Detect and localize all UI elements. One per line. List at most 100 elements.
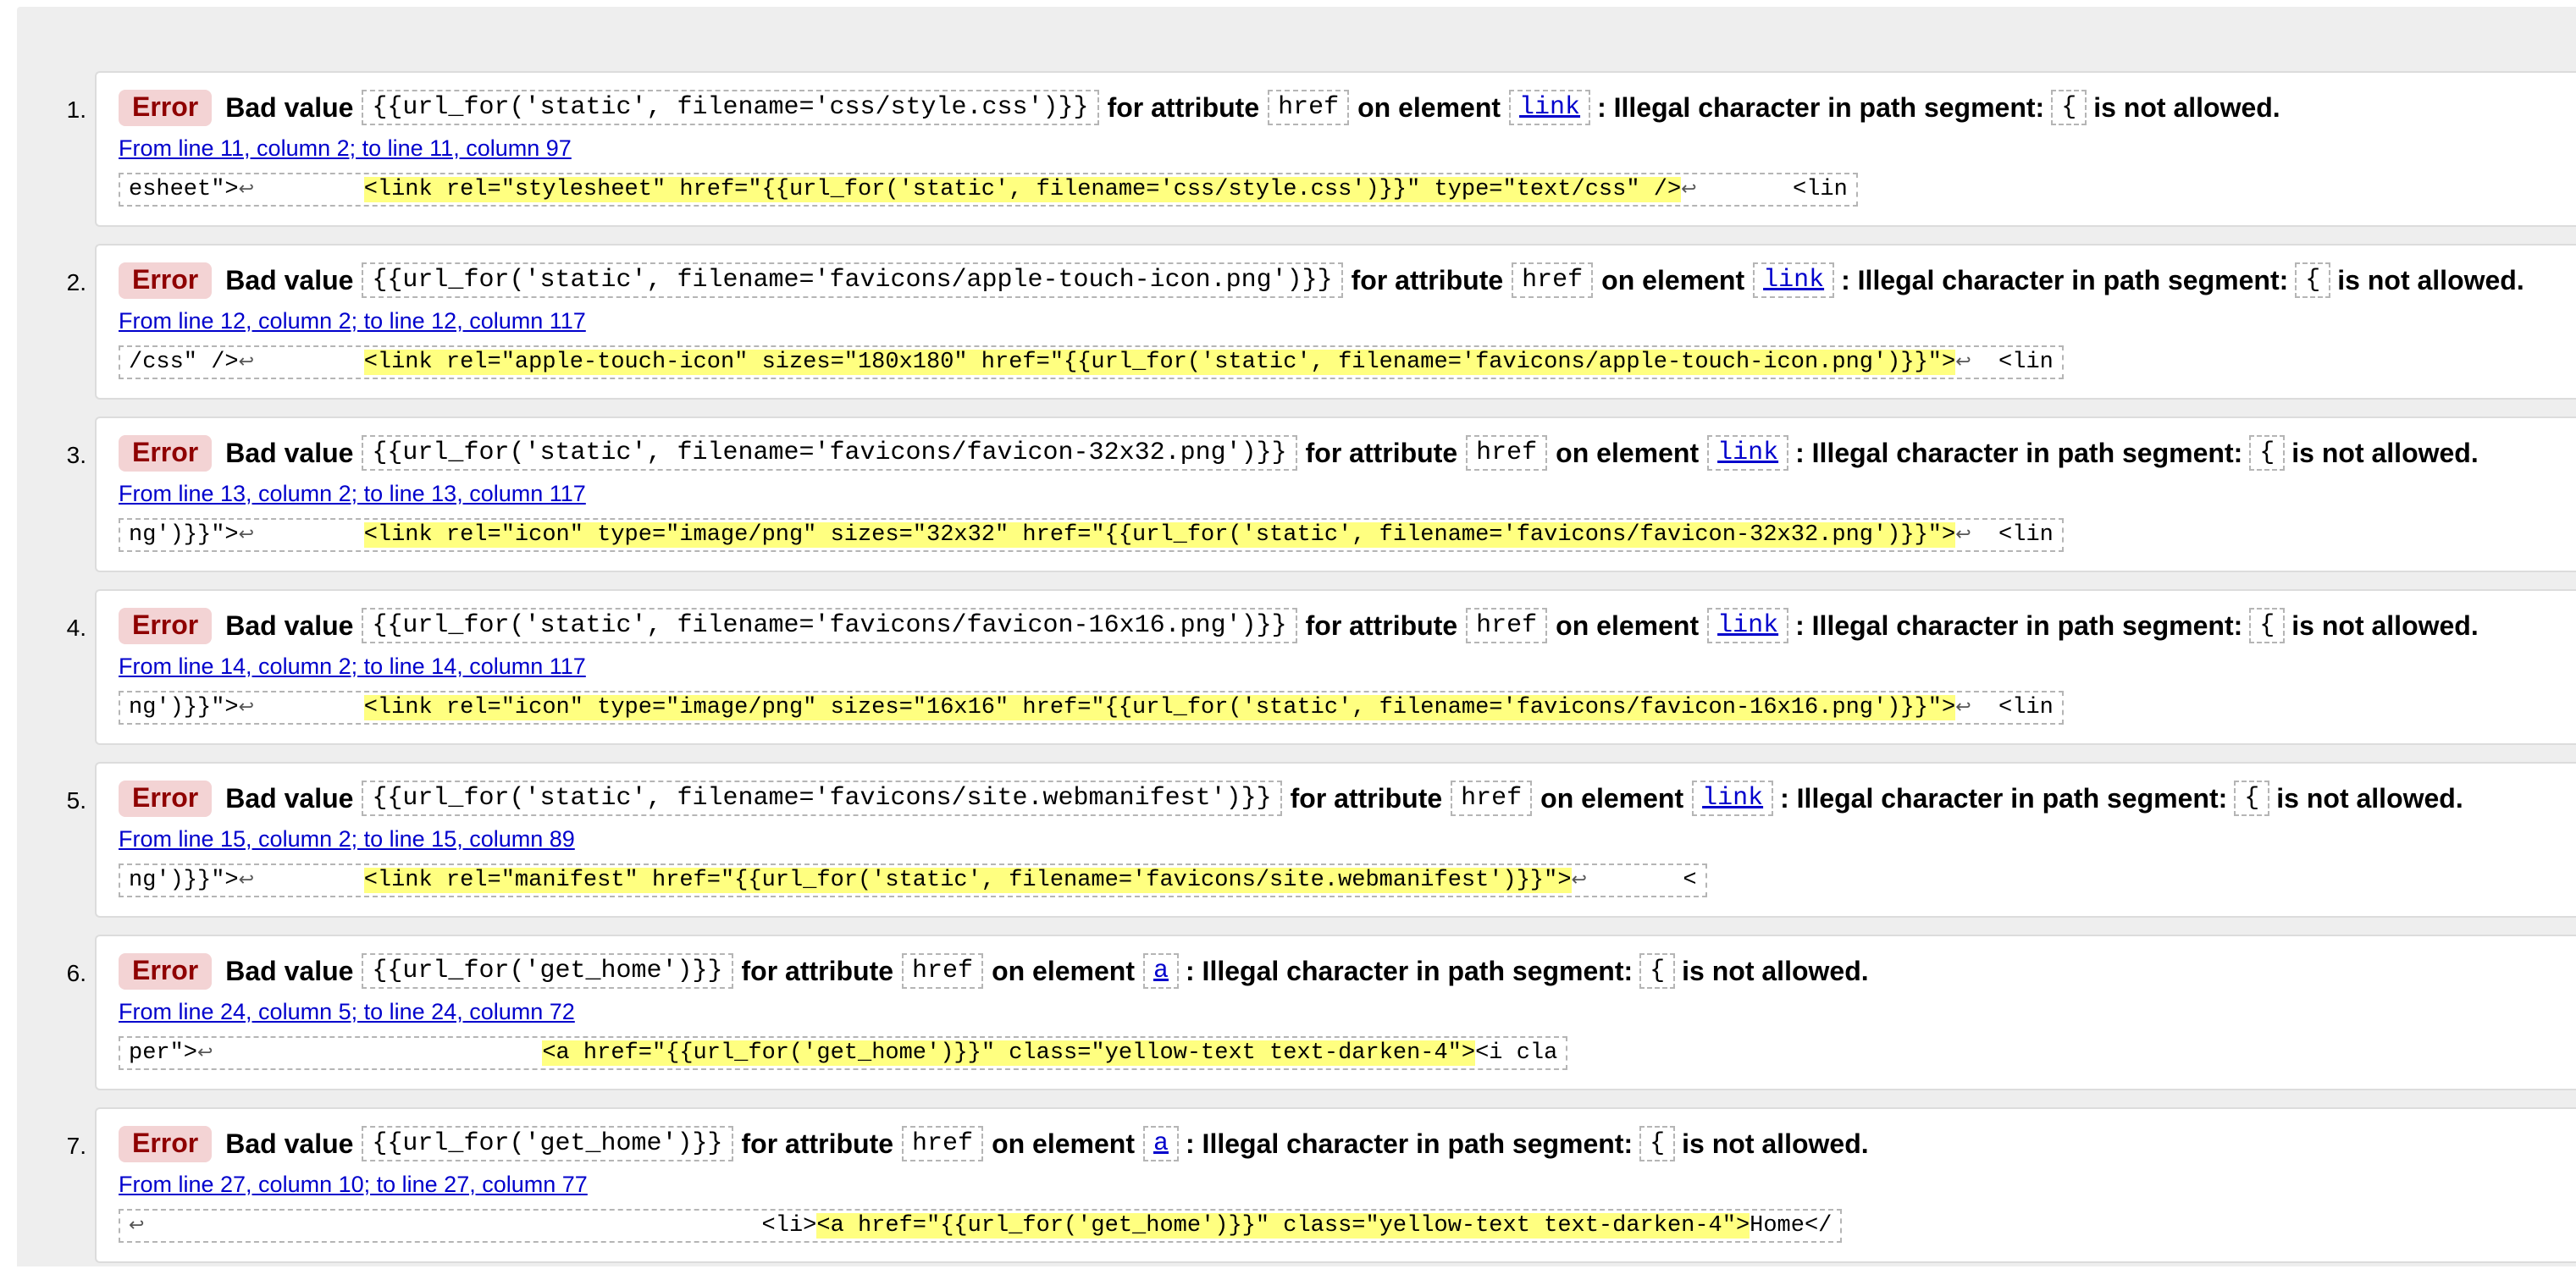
message-box: Error Bad value {{url_for('static', file…: [95, 762, 2576, 918]
for-attribute-label: for attribute: [1107, 91, 1260, 123]
line-break-icon: ↩: [238, 179, 255, 201]
line-break-icon: ↩: [238, 352, 255, 373]
code-extract: ng')}}">↩ <link rel="manifest" href="{{u…: [119, 863, 1707, 897]
bad-value-code: {{url_for('static', filename='css/style.…: [362, 90, 1099, 125]
extract-before: ng')}}">: [129, 522, 239, 548]
extract-gap: [254, 522, 364, 548]
illegal-char-code: {: [2249, 608, 2286, 643]
for-attribute-label: for attribute: [1305, 437, 1458, 468]
bad-value-label: Bad value: [225, 1128, 354, 1159]
line-break-icon: ↩: [197, 1043, 213, 1064]
bad-value-code: {{url_for('static', filename='favicons/s…: [362, 781, 1282, 816]
element-link[interactable]: link: [1692, 781, 1774, 816]
message-box: Error Bad value {{url_for('get_home')}} …: [95, 1107, 2576, 1263]
message-number: 3.: [66, 442, 86, 468]
location-link[interactable]: From line 15, column 2; to line 15, colu…: [119, 826, 575, 852]
extract-before: ng')}}">: [129, 695, 239, 720]
extract-gap: <li>: [144, 1213, 817, 1239]
extract-before: esheet">: [129, 177, 239, 202]
location-link[interactable]: From line 24, column 5; to line 24, colu…: [119, 999, 575, 1024]
not-allowed-text: is not allowed.: [2276, 782, 2463, 814]
message-number: 6.: [66, 960, 86, 986]
extract-highlight: <a href="{{url_for('get_home')}}" class=…: [816, 1213, 1750, 1239]
line-break-icon: ↩: [238, 870, 255, 891]
code-extract: ng')}}">↩ <link rel="icon" type="image/p…: [119, 518, 2064, 552]
error-message: 3. Error Bad value {{url_for('static', f…: [53, 417, 2576, 572]
line-break-icon: ↩: [1955, 525, 1971, 546]
line-break-icon: ↩: [1571, 870, 1587, 891]
extract-highlight: <link rel="stylesheet" href="{{url_for('…: [363, 177, 1682, 202]
element-link[interactable]: link: [1707, 608, 1789, 643]
bad-value-code: {{url_for('get_home')}}: [362, 953, 733, 989]
attribute-code: href: [1268, 90, 1350, 125]
bad-value-label: Bad value: [225, 264, 354, 295]
on-element-label: on element: [1540, 782, 1684, 814]
on-element-label: on element: [992, 955, 1135, 986]
element-link[interactable]: a: [1142, 1126, 1179, 1161]
reason-text: : Illegal character in path segment:: [1186, 1128, 1633, 1159]
message-box: Error Bad value {{url_for('static', file…: [95, 71, 2576, 227]
extract-gap: [1971, 350, 1998, 375]
extract-before: /css" />: [129, 350, 239, 375]
extract-after: <: [1683, 868, 1697, 893]
extract-gap: [1697, 177, 1793, 202]
element-link[interactable]: a: [1142, 953, 1179, 989]
results-panel: 1. Error Bad value {{url_for('static', f…: [17, 7, 2576, 1266]
extract-after: <lin: [1998, 695, 2054, 720]
code-extract: /css" />↩ <link rel="apple-touch-icon" s…: [119, 345, 2064, 379]
message-heading: Error Bad value {{url_for('static', file…: [119, 606, 2479, 645]
error-badge: Error: [119, 262, 213, 299]
message-number: 1.: [66, 97, 86, 123]
not-allowed-text: is not allowed.: [2093, 91, 2280, 123]
bad-value-label: Bad value: [225, 610, 354, 641]
reason-text: : Illegal character in path segment:: [1795, 610, 2243, 641]
not-allowed-text: is not allowed.: [1682, 1128, 1869, 1159]
reason-text: : Illegal character in path segment:: [1780, 782, 2228, 814]
on-element-label: on element: [1556, 610, 1700, 641]
message-heading: Error Bad value {{url_for('static', file…: [119, 433, 2479, 472]
extract-highlight: <a href="{{url_for('get_home')}}" class=…: [542, 1040, 1476, 1066]
message-heading: Error Bad value {{url_for('static', file…: [119, 261, 2524, 300]
extract-gap: [1587, 868, 1683, 893]
message-number: 4.: [66, 615, 86, 641]
not-allowed-text: is not allowed.: [2291, 437, 2479, 468]
message-box: Error Bad value {{url_for('static', file…: [95, 589, 2576, 745]
error-badge: Error: [119, 952, 213, 990]
illegal-char-code: {: [2295, 262, 2331, 298]
reason-text: : Illegal character in path segment:: [1795, 437, 2243, 468]
message-box: Error Bad value {{url_for('static', file…: [95, 244, 2576, 400]
message-box: Error Bad value {{url_for('static', file…: [95, 417, 2576, 572]
on-element-label: on element: [1556, 437, 1700, 468]
extract-after: Home</: [1750, 1213, 1832, 1239]
extract-highlight: <link rel="apple-touch-icon" sizes="180x…: [363, 350, 1956, 375]
location-link[interactable]: From line 12, column 2; to line 12, colu…: [119, 308, 586, 334]
bad-value-label: Bad value: [225, 955, 354, 986]
location-link[interactable]: From line 11, column 2; to line 11, colu…: [119, 135, 572, 161]
location-link[interactable]: From line 13, column 2; to line 13, colu…: [119, 481, 586, 506]
for-attribute-label: for attribute: [741, 955, 894, 986]
message-heading: Error Bad value {{url_for('static', file…: [119, 779, 2463, 818]
message-box: Error Bad value {{url_for('get_home')}} …: [95, 935, 2576, 1090]
location-link[interactable]: From line 14, column 2; to line 14, colu…: [119, 654, 586, 679]
line-break-icon: ↩: [238, 525, 255, 546]
element-link[interactable]: link: [1509, 90, 1591, 125]
bad-value-code: {{url_for('get_home')}}: [362, 1126, 733, 1161]
line-break-icon: ↩: [1955, 698, 1971, 719]
element-link[interactable]: link: [1753, 262, 1835, 298]
not-allowed-text: is not allowed.: [1682, 955, 1869, 986]
element-link[interactable]: link: [1707, 435, 1789, 471]
line-break-icon: ↩: [129, 1216, 145, 1237]
message-number: 2.: [66, 269, 86, 295]
location-link[interactable]: From line 27, column 10; to line 27, col…: [119, 1172, 588, 1197]
bad-value-label: Bad value: [225, 91, 354, 123]
error-message: 6. Error Bad value {{url_for('get_home')…: [53, 935, 2576, 1090]
message-heading: Error Bad value {{url_for('get_home')}} …: [119, 1124, 1869, 1163]
bad-value-label: Bad value: [225, 437, 354, 468]
line-break-icon: ↩: [238, 698, 255, 719]
bad-value-label: Bad value: [225, 782, 354, 814]
extract-before: per">: [129, 1040, 198, 1066]
bad-value-code: {{url_for('static', filename='favicons/f…: [362, 608, 1297, 643]
for-attribute-label: for attribute: [1290, 782, 1443, 814]
illegal-char-code: {: [2051, 90, 2087, 125]
illegal-char-code: {: [2249, 435, 2286, 471]
